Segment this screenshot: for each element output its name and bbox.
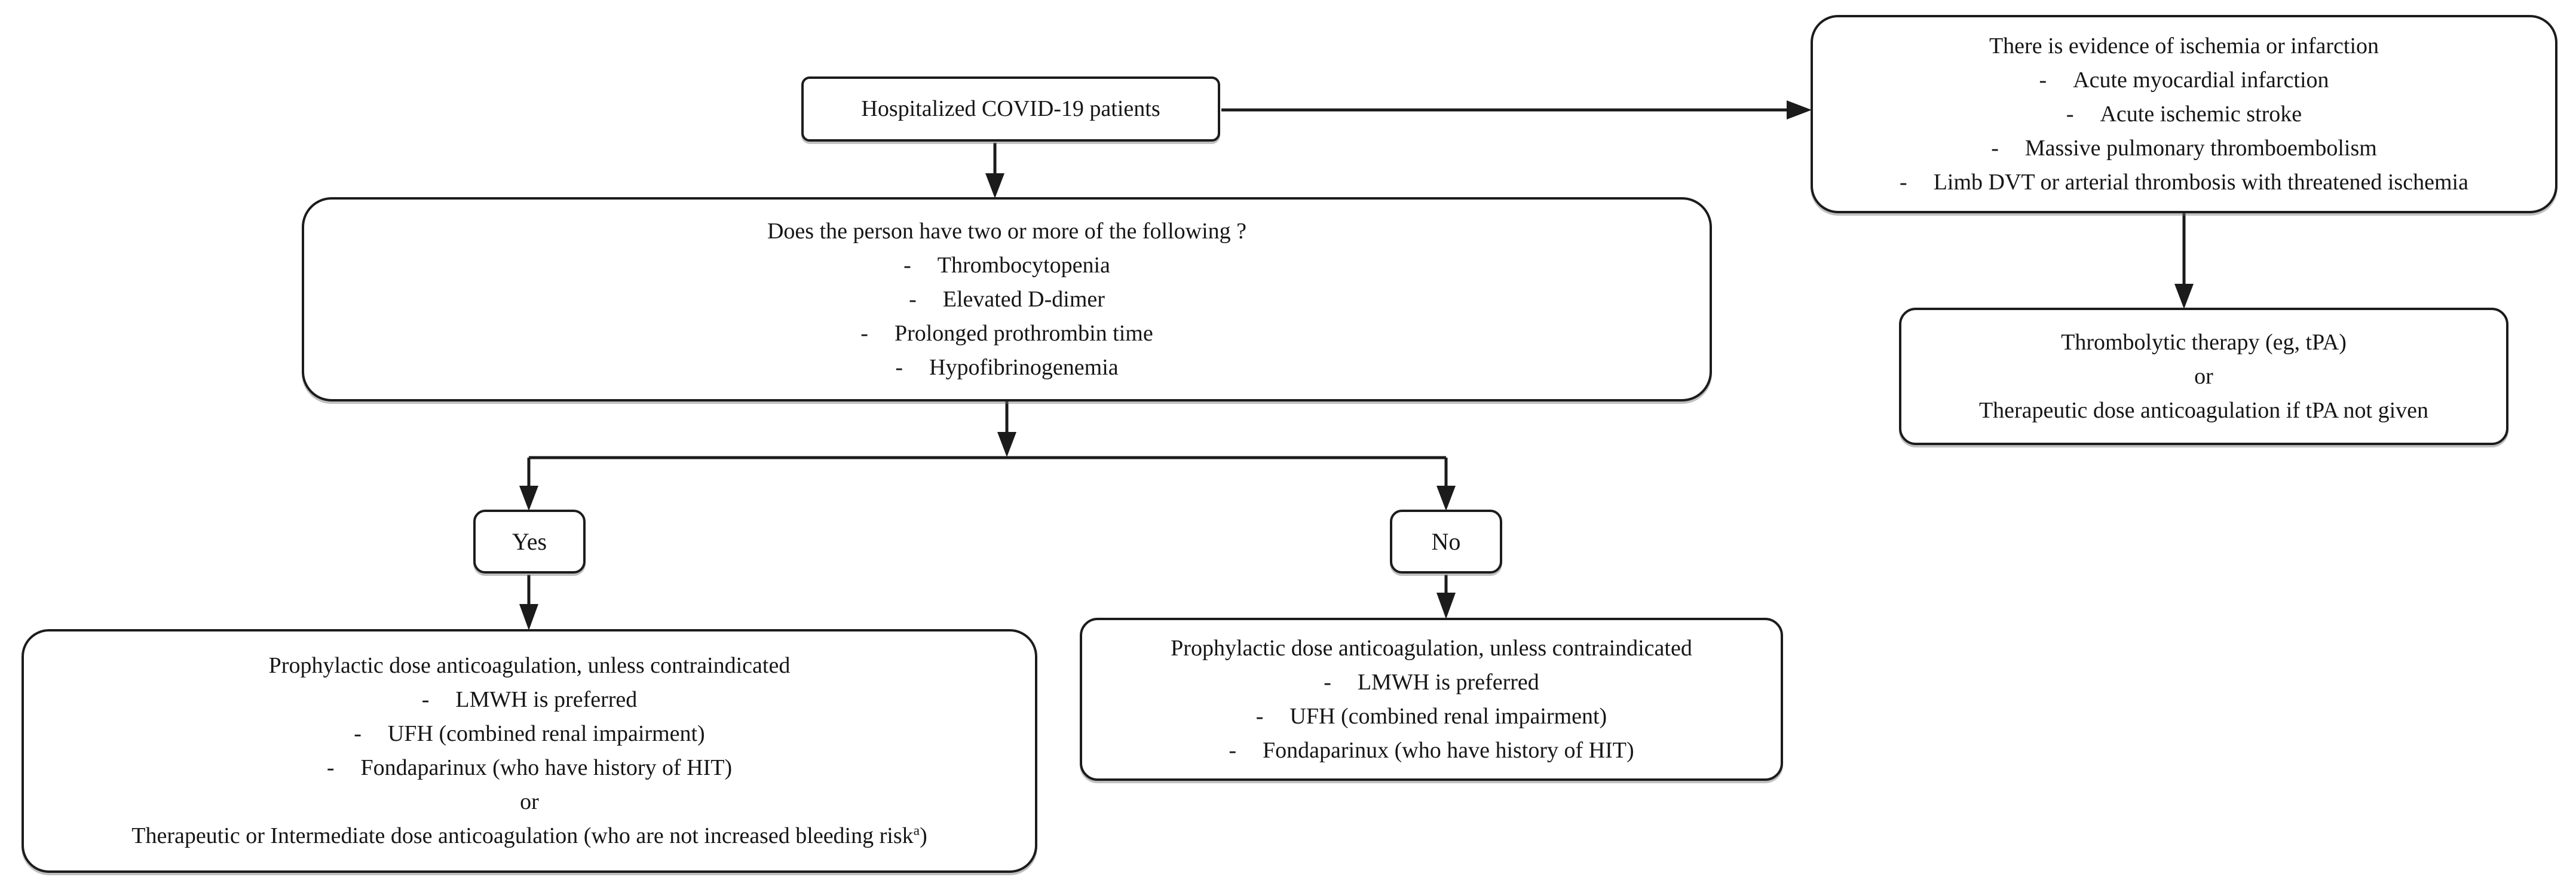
node-no-label: No <box>1431 528 1461 555</box>
bullet-item: - UFH (combined renal impairment) <box>354 717 705 751</box>
bullet-item: - Acute ischemic stroke <box>2066 97 2302 131</box>
bullet-text: Thrombocytopenia <box>937 252 1110 278</box>
bullet-text: Elevated D-dimer <box>942 286 1105 312</box>
arrowhead-down-icon <box>1436 486 1456 511</box>
bullet-item: - Fondaparinux (who have history of HIT) <box>327 751 732 785</box>
node-yes-outcome: Prophylactic dose anticoagulation, unles… <box>22 629 1037 873</box>
bullet-dash: - <box>1991 135 1999 161</box>
bullet-item: - Fondaparinux (who have history of HIT) <box>1229 734 1634 768</box>
bullet-item: - Prolonged prothrombin time <box>860 317 1153 351</box>
bullet-item: - Limb DVT or arterial thrombosis with t… <box>1900 165 2468 200</box>
connector-branch-to-yes <box>519 458 538 511</box>
arrowhead-down-icon <box>1436 593 1456 619</box>
arrowhead-down-icon <box>997 432 1016 457</box>
bullet-dash: - <box>1229 737 1237 763</box>
node-text-line: or <box>2194 363 2213 389</box>
connector-question-to-branch <box>997 401 1016 457</box>
connector-ischemia-to-thrombolytic <box>2174 213 2194 309</box>
bullet-text: UFH (combined renal impairment) <box>387 721 705 746</box>
bullet-dash: - <box>1324 669 1331 695</box>
or-separator: or <box>520 789 539 814</box>
node-no-outcome: Prophylactic dose anticoagulation, unles… <box>1080 618 1783 781</box>
bullet-item: - LMWH is preferred <box>422 683 638 717</box>
node-final-line: Therapeutic or Intermediate dose anticoa… <box>131 819 927 853</box>
bullet-text: UFH (combined renal impairment) <box>1289 703 1607 729</box>
bullet-text: LMWH is preferred <box>455 687 638 712</box>
bullet-dash: - <box>1255 703 1264 729</box>
node-text-line: Thrombolytic therapy (eg, tPA) <box>2061 329 2347 355</box>
bullet-dash: - <box>354 721 362 746</box>
bullet-text: LMWH is preferred <box>1357 669 1539 695</box>
arrowhead-down-icon <box>2174 284 2194 309</box>
bullet-text: Prolonged prothrombin time <box>894 320 1153 346</box>
bullet-text: Acute myocardial infarction <box>2073 67 2329 93</box>
arrowhead-right-icon <box>1787 100 1812 119</box>
bullet-text: Hypofibrinogenemia <box>929 354 1119 380</box>
bullet-item: - LMWH is preferred <box>1324 666 1539 700</box>
final-line-text: Therapeutic or Intermediate dose anticoa… <box>131 823 914 848</box>
connector-no-to-outcome <box>1436 575 1456 619</box>
node-start-label: Hospitalized COVID-19 patients <box>861 96 1160 121</box>
bullet-dash: - <box>903 252 911 278</box>
connector-branch-to-no <box>1436 458 1456 511</box>
bullet-dash: - <box>2039 67 2047 93</box>
bullet-text: Fondaparinux (who have history of HIT) <box>1263 737 1634 763</box>
bullet-item: - Thrombocytopenia <box>903 249 1110 283</box>
node-ischemia-evidence: There is evidence of ischemia or infarct… <box>1811 15 2557 213</box>
bullet-dash: - <box>860 320 868 346</box>
node-question: Does the person have two or more of the … <box>302 197 1712 401</box>
bullet-text: Limb DVT or arterial thrombosis with thr… <box>1933 169 2468 195</box>
bullet-dash: - <box>326 755 335 780</box>
arrowhead-down-icon <box>519 486 538 511</box>
bullet-item: - UFH (combined renal impairment) <box>1256 700 1607 734</box>
bullet-item: - Hypofibrinogenemia <box>895 351 1118 385</box>
bullet-dash: - <box>421 687 430 712</box>
connector-start-to-question <box>985 143 1004 198</box>
bullet-dash: - <box>2066 101 2074 127</box>
node-thrombolytic-therapy: Thrombolytic therapy (eg, tPA) or Therap… <box>1899 308 2508 445</box>
node-text-line: Therapeutic dose anticoagulation if tPA … <box>1978 397 2429 423</box>
bullet-item: - Elevated D-dimer <box>909 283 1105 317</box>
bullet-text: Acute ischemic stroke <box>2100 101 2302 127</box>
footnote-marker: a <box>913 823 920 839</box>
node-title: Prophylactic dose anticoagulation, unles… <box>268 653 791 678</box>
node-no: No <box>1390 510 1502 574</box>
node-yes-label: Yes <box>511 528 547 555</box>
bullet-dash: - <box>909 286 917 312</box>
bullet-item: - Acute myocardial infarction <box>2039 63 2329 97</box>
arrowhead-down-icon <box>985 173 1004 198</box>
bullet-item: - Massive pulmonary thromboembolism <box>1991 131 2377 165</box>
connector-start-to-ischemia <box>1221 100 1812 119</box>
arrowhead-down-icon <box>519 604 538 630</box>
bullet-text: Massive pulmonary thromboembolism <box>2024 135 2377 161</box>
bullet-dash: - <box>895 354 903 380</box>
node-start: Hospitalized COVID-19 patients <box>801 76 1220 142</box>
node-title: Does the person have two or more of the … <box>767 218 1246 244</box>
connector-yes-to-outcome <box>519 575 538 630</box>
node-yes: Yes <box>473 510 586 574</box>
node-title: Prophylactic dose anticoagulation, unles… <box>1171 635 1692 661</box>
bullet-text: Fondaparinux (who have history of HIT) <box>360 755 733 780</box>
node-title: There is evidence of ischemia or infarct… <box>1989 33 2379 59</box>
bullet-dash: - <box>1900 169 1907 195</box>
final-line-suffix: ) <box>920 823 927 848</box>
